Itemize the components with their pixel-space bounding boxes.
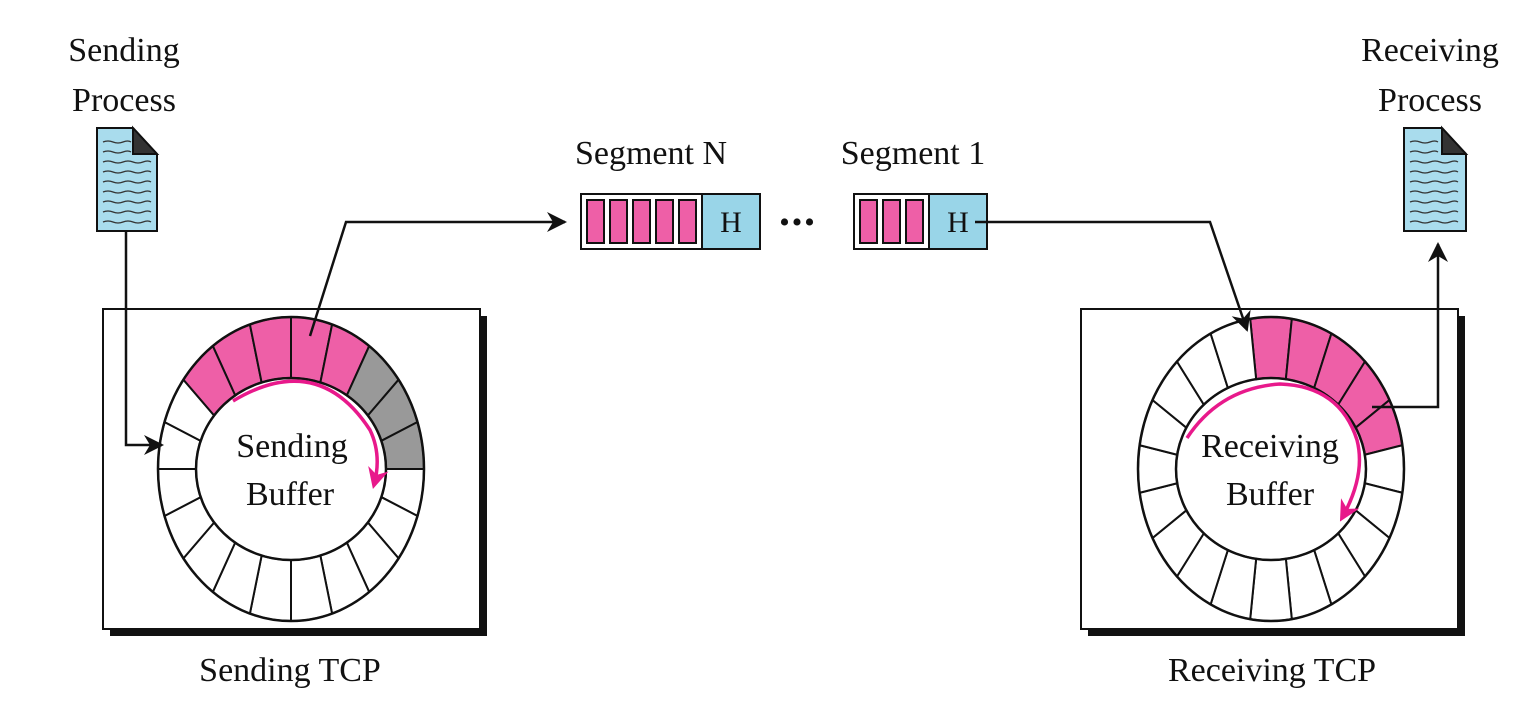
arrow-process-to-sending-buffer: [124, 231, 164, 455]
receiving-buffer-ring: [1136, 315, 1406, 623]
sending-buffer-label-line2: Buffer: [245, 476, 335, 513]
sending-buffer-ring: [156, 315, 426, 623]
sending-tcp-label: Sending TCP: [199, 652, 381, 689]
receiving-buffer-label-line2: Buffer: [1225, 476, 1315, 513]
segment-n-header-cell: [701, 193, 761, 250]
sending-buffer-direction-arrow: [232, 379, 389, 490]
receiving-buffer-cell-pink: [1249, 316, 1293, 381]
receiving-buffer-direction-arrow: [1185, 382, 1362, 522]
receiving-process-label-line2: Process: [1378, 82, 1482, 119]
arrow-receiving-buffer-to-process: [1372, 242, 1448, 409]
sending-process-label-line1: Sending: [68, 32, 180, 69]
segment-n-header-label: H: [720, 206, 742, 239]
receiving-buffer-label-line1: Receiving: [1201, 428, 1339, 465]
receiving-buffer-inner-edge: [1174, 376, 1368, 562]
segment-1-data-block: [905, 199, 924, 244]
receiving-tcp-label: Receiving TCP: [1167, 652, 1377, 689]
segment-n-data-block: [655, 199, 674, 244]
segment-1-data-block: [882, 199, 901, 244]
sending-document-icon: [96, 125, 160, 232]
segment-n-data-block: [632, 199, 651, 244]
receiving-buffer-cell-empty: [1249, 557, 1293, 622]
sending-buffer-outer-edge: [156, 315, 426, 623]
receiving-process-label-line1: Receiving: [1361, 32, 1499, 69]
segment-n-data-block: [609, 199, 628, 244]
receiving-buffer-outer-edge: [1136, 315, 1406, 623]
segment-1-label: Segment 1: [840, 135, 986, 172]
receiving-document-icon: [1403, 125, 1469, 232]
segment-n-label: Segment N: [574, 135, 728, 172]
segment-1-packet: H: [853, 193, 988, 250]
arrow-segment-1-to-receiving-buffer: [975, 220, 1251, 332]
arrow-sending-buffer-to-segment-n: [308, 212, 567, 337]
sending-process-label-line2: Process: [72, 82, 176, 119]
segment-n-packet: H: [580, 193, 761, 250]
segment-n-data-block: [678, 199, 697, 244]
segment-1-header-label: H: [947, 206, 969, 239]
sending-buffer-label-line1: Sending: [236, 428, 348, 465]
segment-n-data-block: [586, 199, 605, 244]
segment-1-data-block: [859, 199, 878, 244]
segments-ellipsis: •••: [779, 206, 817, 239]
